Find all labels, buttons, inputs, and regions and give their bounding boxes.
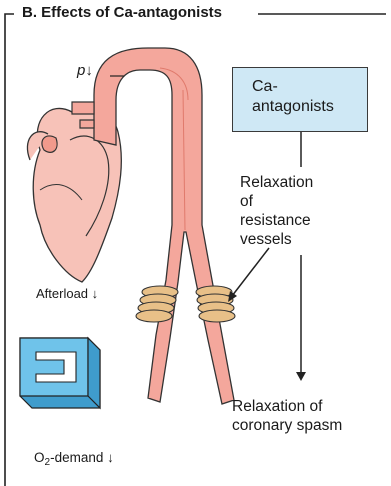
box-line-2: antagonists [252,97,334,117]
afterload-label: Afterload ↓ [36,286,98,301]
box-line-1: Ca- [252,77,334,97]
coronary-spasm-label: Relaxation of coronary spasm [232,397,382,435]
pressure-arrow: ↓ [85,62,93,79]
vessel-coil-right [196,286,235,322]
o2-suffix: -demand [50,450,103,465]
relax-line-1: Relaxation [240,173,360,192]
relax-line-4: vessels [240,230,360,249]
relaxation-resistance-label: Relaxation of resistance vessels [240,173,360,249]
relax-line-3: resistance [240,211,360,230]
coronary-line-1: Relaxation of [232,397,382,416]
o2-arrow: ↓ [107,450,114,465]
afterload-text: Afterload [36,286,88,301]
coronary-arrowhead [296,372,306,381]
o2-prefix: O [34,450,45,465]
frame-left [5,14,14,486]
relaxation-arrow [232,248,269,296]
afterload-arrow: ↓ [92,286,99,301]
coronary-line-2: coronary spasm [232,416,382,435]
pressure-label: p↓ [77,62,93,79]
relax-line-2: of [240,192,360,211]
vessel-coil-left [136,286,178,322]
page-title: B. Effects of Ca-antagonists [18,4,226,21]
o2-demand-label: O2-demand ↓ [34,450,114,468]
u-block-icon [20,338,100,408]
ca-antagonists-label: Ca- antagonists [252,77,334,117]
